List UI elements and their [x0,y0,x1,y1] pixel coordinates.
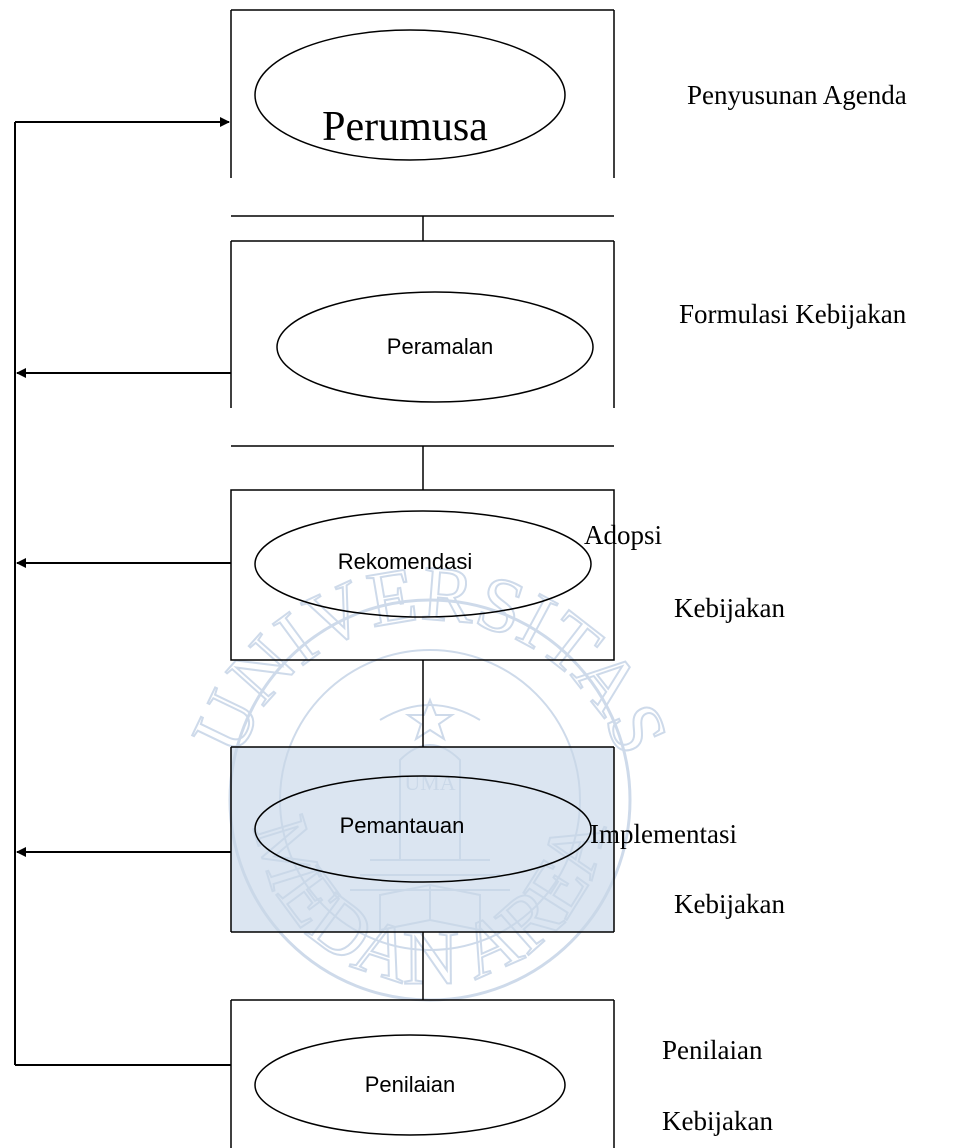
process-ellipse-rekomendasi [254,510,592,618]
stage-label-implementasi: Implementasi [590,819,737,849]
stage-label-implementasi-kebijakan: Kebijakan [674,889,785,919]
process-label-pemantauan: Pemantauan [340,813,465,838]
process-ellipse-penilaian [254,1034,566,1136]
stage-label-adopsi-kebijakan: Kebijakan [674,593,785,623]
process-ellipse-perumusa [254,29,566,161]
stage-label-adopsi: Adopsi [584,520,662,550]
process-ellipse-peramalan [276,291,594,403]
watermark-emblem-text: UMA [404,770,455,795]
highlight-box-fill [231,747,614,932]
stage-box-peramalan [230,240,615,408]
stage-box-perumusa [230,9,615,178]
stage-label-penyusunan-agenda: Penyusunan Agenda [687,80,907,110]
stage-label-penilaian-kebijakan: Kebijakan [662,1106,773,1136]
stage-label-formulasi-kebijakan: Formulasi Kebijakan [679,299,907,329]
process-label-perumusa: Perumusa [322,104,488,150]
process-label-penilaian: Penilaian [365,1072,456,1097]
stage-label-penilaian: Penilaian [662,1035,763,1065]
watermark-inner-ring [279,649,581,951]
process-label-peramalan: Peramalan [387,334,493,359]
watermark-emblem [350,697,510,932]
watermark-top-text: UNIVERSITAS [174,549,685,766]
stage-box-penilaian [230,999,615,1148]
process-label-rekomendasi: Rekomendasi [338,549,473,574]
process-ellipse-pemantauan [254,775,592,883]
